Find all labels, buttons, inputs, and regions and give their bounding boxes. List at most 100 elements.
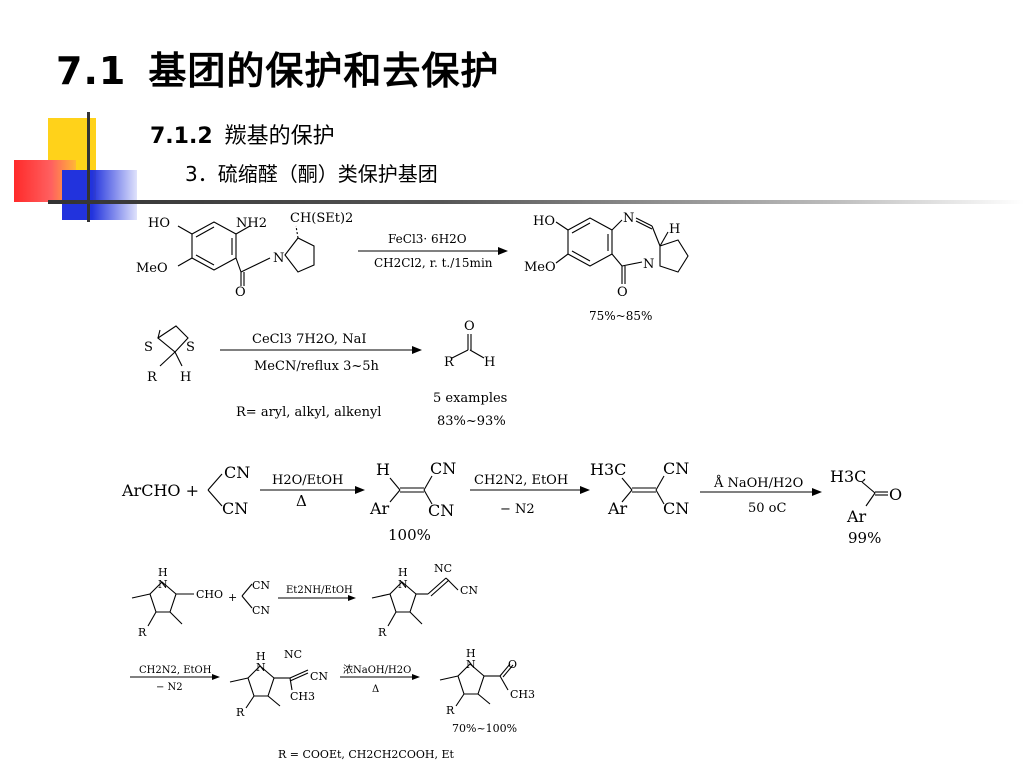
- r5-int-cn: CN: [310, 670, 328, 683]
- r4p-nc: NC: [434, 562, 452, 575]
- reaction1-starting-material: HO MeO NH2 O N CH(SEt)2: [136, 211, 353, 300]
- title-text: 基团的保护和去保护: [148, 49, 500, 93]
- r5p-o: O: [508, 658, 517, 671]
- reaction4: H N R CHO + CN CN Et2NH/EtOH H N NC CN R: [131, 562, 478, 639]
- r3-int2-cn1: CN: [663, 459, 689, 478]
- r1p-o-label: O: [617, 285, 628, 300]
- r2p-o-label: O: [464, 319, 475, 334]
- r1-meo-label: MeO: [136, 261, 168, 276]
- r3-cond2-top: CH2N2, EtOH: [474, 473, 568, 488]
- r5p-n: N: [466, 658, 476, 671]
- title-number: 7.1: [56, 49, 127, 93]
- r3-cond2-bottom: − N2: [500, 502, 535, 517]
- slide-title: 7.1 基团的保护和去保护: [56, 40, 499, 95]
- reaction2-starting-material: S S R H: [144, 325, 195, 385]
- r3-prod-h3c: H3C: [830, 467, 866, 486]
- reaction1-arrow: FeCl3· 6H2O CH2Cl2, r. t./15min: [358, 232, 508, 270]
- r2-h-label: H: [180, 370, 191, 385]
- r2p-h-label: H: [484, 355, 495, 370]
- r1-n-label: N: [273, 251, 284, 266]
- r5p-h: H: [466, 647, 476, 660]
- r4-h: H: [158, 566, 168, 579]
- reaction2-arrow: CeCl3 7H2O, NaI MeCN/reflux 3~5h: [220, 332, 422, 374]
- r3-int1-cn1: CN: [430, 459, 456, 478]
- r2-note: R= aryl, alkyl, alkenyl: [236, 405, 381, 420]
- r5-int-n: N: [256, 661, 266, 674]
- subtitle-number: 7.1.2: [150, 124, 213, 149]
- r5-note: R = COOEt, CH2CH2COOH, Et: [278, 748, 454, 761]
- r1p-n-top-label: N: [623, 211, 634, 226]
- r3-cond1-bottom: Δ: [296, 492, 307, 510]
- r3-cond3-bottom: 50 oC: [748, 501, 787, 516]
- reaction1-product: HO MeO N N H O 75%~85%: [524, 211, 689, 323]
- r3-prod-o: O: [889, 485, 902, 504]
- reaction2-product: O R H 5 examples 83%~93%: [433, 319, 507, 429]
- r4-cn2: CN: [252, 604, 270, 617]
- r3-int2-h3c: H3C: [590, 460, 626, 479]
- r4-cond-top: Et2NH/EtOH: [286, 585, 353, 596]
- r5-cond2-top: 浓NaOH/H2O: [343, 664, 411, 676]
- decor-horizontal-line: [48, 200, 1024, 204]
- r4p-cn: CN: [460, 584, 478, 597]
- r1-o-label: O: [235, 285, 246, 300]
- r5-int-h: H: [256, 650, 266, 663]
- r4-cn1: CN: [252, 579, 270, 592]
- r5-int-r: R: [236, 706, 245, 719]
- r4p-h: H: [398, 566, 408, 579]
- r1p-meo-label: MeO: [524, 260, 556, 275]
- r5-cond2-bottom: Δ: [372, 684, 379, 695]
- r2-conditions-bottom: MeCN/reflux 3~5h: [254, 359, 380, 374]
- r1p-ho-label: HO: [533, 214, 555, 229]
- r2-yield: 83%~93%: [437, 414, 506, 429]
- r3-yield1: 100%: [388, 526, 431, 544]
- r1-conditions-top: FeCl3· 6H2O: [388, 232, 467, 246]
- section-subtitle: 7.1.2 羰基的保护: [150, 118, 335, 150]
- r1p-n-label: N: [643, 257, 654, 272]
- r3-int1-h: H: [376, 460, 390, 479]
- r4-plus: +: [228, 591, 237, 604]
- r3-cond3-top: Å NaOH/H2O: [713, 475, 803, 491]
- r5-yield: 70%~100%: [452, 722, 517, 735]
- r1-ho-label: HO: [148, 216, 170, 231]
- r2-conditions-top: CeCl3 7H2O, NaI: [252, 332, 366, 347]
- r2-examples: 5 examples: [433, 391, 507, 406]
- r4p-n: N: [398, 578, 408, 591]
- r3-cond1-top: H2O/EtOH: [272, 473, 343, 488]
- r5-int-ch3: CH3: [290, 690, 315, 703]
- r5p-ch3: CH3: [510, 688, 535, 701]
- r4p-r: R: [378, 626, 387, 639]
- r3-yield2: 99%: [848, 529, 881, 547]
- r5-cond1-top: CH2N2, EtOH: [139, 665, 212, 676]
- r5p-r: R: [446, 704, 455, 717]
- r3-int1-ar: Ar: [369, 499, 390, 518]
- r1-yield: 75%~85%: [589, 309, 652, 323]
- decor-vertical-line: [87, 112, 90, 222]
- r3-cn1: CN: [224, 463, 250, 482]
- r2-s2-label: S: [186, 340, 195, 355]
- r1-chset2-label: CH(SEt)2: [290, 211, 353, 226]
- subtitle-text: 羰基的保护: [224, 124, 335, 149]
- reaction5: CH2N2, EtOH − N2 H N NC CN CH3 R 浓NaOH/H…: [130, 647, 535, 761]
- r4-n: N: [158, 578, 168, 591]
- r3-prod-ar: Ar: [846, 507, 867, 526]
- r3-cn2: CN: [222, 499, 248, 518]
- r1-conditions-bottom: CH2Cl2, r. t./15min: [374, 256, 493, 270]
- r1p-h-label: H: [669, 222, 680, 237]
- r4-r: R: [138, 626, 147, 639]
- r3-int1-cn2: CN: [428, 501, 454, 520]
- decor-blue-square: [62, 170, 137, 220]
- reaction3: ArCHO + CN CN H2O/EtOH Δ H CN Ar CN 100%…: [121, 459, 902, 547]
- r5-int-nc: NC: [284, 648, 302, 661]
- r3-int2-cn2: CN: [663, 499, 689, 518]
- r2-r-label: R: [147, 370, 158, 385]
- r3-sm: ArCHO +: [121, 481, 199, 500]
- r5-cond1-bottom: − N2: [156, 682, 183, 693]
- topic-heading: 3．硫缩醛（酮）类保护基团: [185, 162, 438, 186]
- r2p-r-label: R: [444, 355, 455, 370]
- r2-s1-label: S: [144, 340, 153, 355]
- r3-int2-ar: Ar: [607, 499, 628, 518]
- r4-cho: CHO: [196, 588, 223, 601]
- r1-nh2-label: NH2: [236, 216, 267, 231]
